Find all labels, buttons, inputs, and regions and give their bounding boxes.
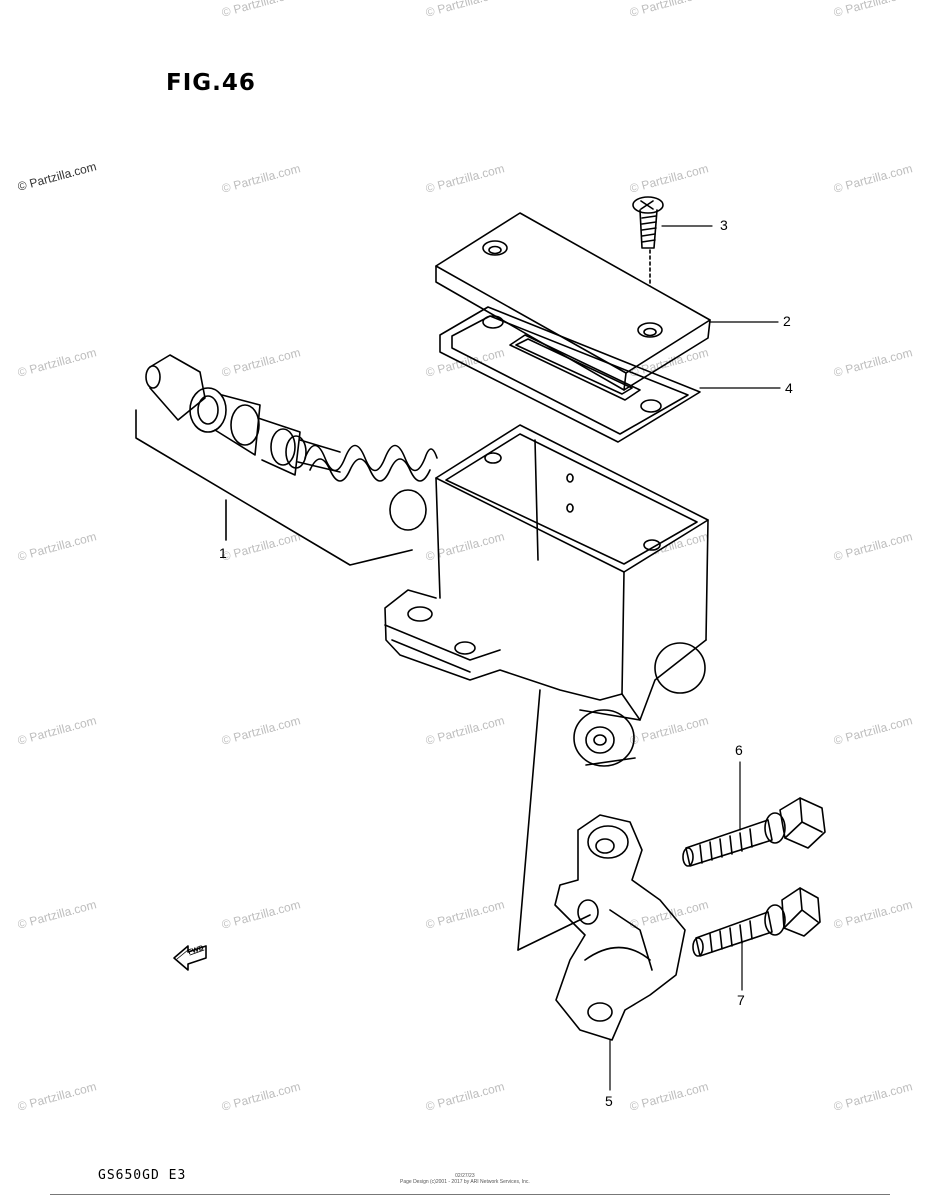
footer-credit-text: Page Design (c)2001 - 2017 by ARI Networ… [400,1179,530,1185]
callout-number-1[interactable]: 1 [219,545,227,561]
callout-number-6[interactable]: 6 [735,742,743,758]
clamp-bolt-upper-part[interactable] [682,797,826,867]
footer-credit: 02/27/23 Page Design (c)2001 - 2017 by A… [400,1173,530,1185]
callout-number-5[interactable]: 5 [605,1093,613,1109]
callout-number-7[interactable]: 7 [737,992,745,1008]
callout-number-3[interactable]: 3 [720,217,728,233]
footer-divider [50,1194,890,1195]
clamp-bolt-lower-part[interactable] [692,887,821,957]
model-code: GS650GD E3 [98,1168,187,1183]
piston-assembly-part[interactable] [145,354,438,531]
diaphragm-part[interactable] [439,306,701,443]
callout-number-4[interactable]: 4 [785,380,793,396]
figure-title: FIG.46 [166,70,256,96]
footer-code: 02/27/23 [455,1173,475,1179]
master-cylinder-body[interactable] [384,424,709,951]
callout-number-2[interactable]: 2 [783,313,791,329]
callout-1-bracket [135,409,413,566]
clamp-holder-part[interactable] [517,814,686,1041]
reservoir-cap-part[interactable] [435,212,711,391]
leader-lines [609,225,781,1091]
fwd-arrow [173,945,207,971]
